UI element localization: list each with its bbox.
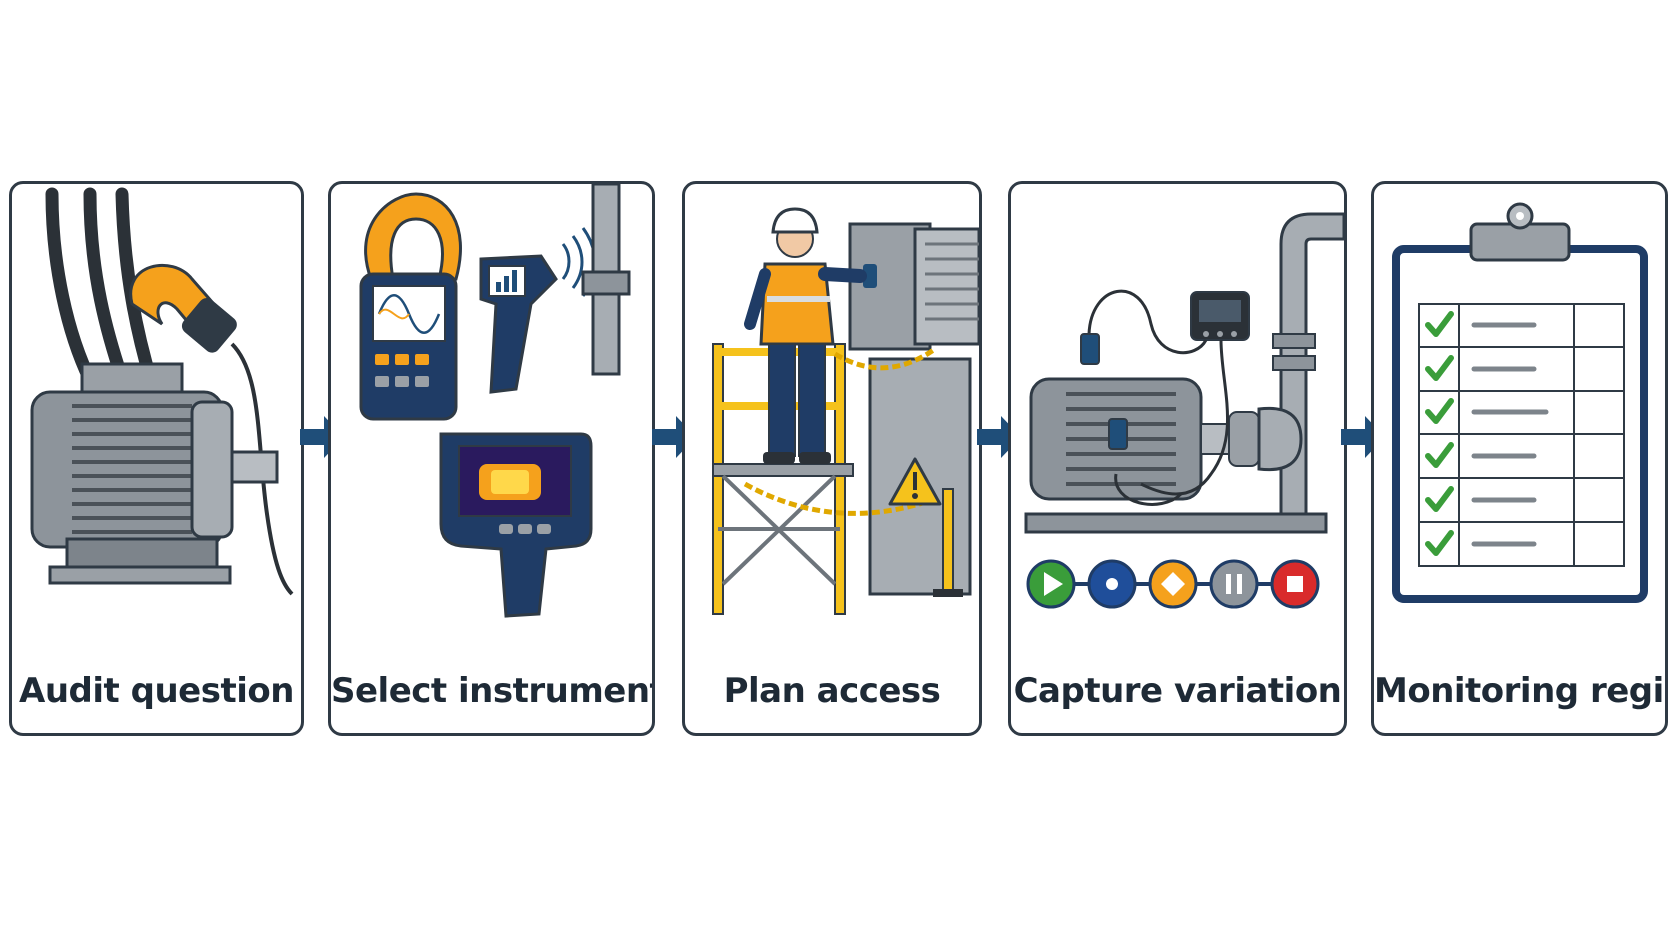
warning-icon: [888, 457, 942, 506]
play-icon: [1026, 559, 1076, 609]
step-panel-capture-variation: Capture variation: [1008, 181, 1347, 736]
step-label: Plan access: [723, 671, 941, 711]
pipe-icon: [581, 184, 631, 376]
step-panel-plan-access: Plan access: [682, 181, 982, 736]
pump-with-logger-illustration: [1024, 212, 1344, 609]
vibration-sensor-icon: [1080, 333, 1128, 450]
ir-thermometer-icon: [479, 227, 597, 394]
step-label: Select instrument: [331, 671, 655, 711]
instruments-illustration: [359, 184, 631, 618]
clamp-meter-icon: [129, 263, 294, 596]
thermal-camera-icon: [439, 432, 593, 618]
machine-icon: [848, 222, 979, 596]
step-panel-audit-question: Audit question: [9, 181, 304, 736]
clipboard-icon: [1392, 202, 1648, 603]
worker-on-platform-illustration: [712, 207, 979, 615]
barrier-chain-icon: [743, 346, 937, 516]
step-panel-monitoring-register: Monitoring register: [1371, 181, 1668, 736]
sensor-cable-icon: [1087, 289, 1229, 506]
step-label: Audit question: [19, 671, 294, 711]
data-logger-icon: [1190, 291, 1250, 341]
clipboard-checklist-illustration: [1392, 202, 1648, 603]
motor-icon: [30, 362, 279, 585]
pause-icon: [1209, 559, 1259, 609]
step-label: Monitoring register: [1374, 671, 1665, 711]
worker-icon: [744, 207, 867, 464]
motor-with-clamp-meter-illustration: [30, 187, 294, 596]
marker-icon: [1148, 559, 1198, 609]
clamp-meter-icon: [359, 192, 462, 421]
stop-icon: [1270, 559, 1320, 609]
check-icon: [1425, 311, 1454, 556]
step-label: Capture variation: [1013, 671, 1342, 711]
record-icon: [1087, 559, 1137, 609]
motor-icon: [1024, 377, 1328, 534]
step-panel-select-instrument: Select instrument: [328, 181, 655, 736]
bollard-icon: [933, 488, 963, 597]
